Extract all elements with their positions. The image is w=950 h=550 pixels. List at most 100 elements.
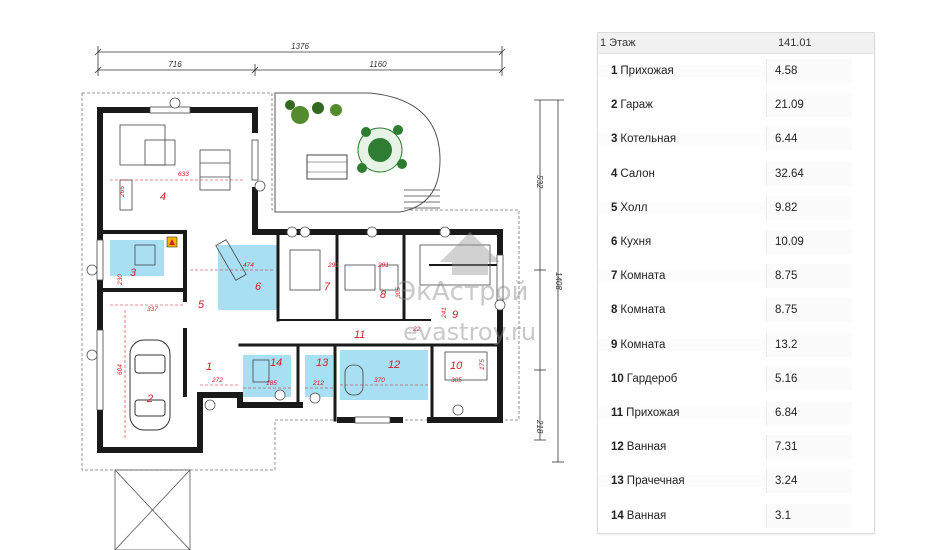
room-number: 1 xyxy=(611,65,618,78)
m-241: 241 xyxy=(441,307,448,319)
dim-right-width: 1160 xyxy=(369,60,387,69)
m-291a: 291 xyxy=(327,262,339,269)
m-337: 337 xyxy=(147,306,158,313)
room-area-cell: 3.1 xyxy=(766,503,852,528)
room-name: Холл xyxy=(620,201,648,214)
m-272: 272 xyxy=(211,377,223,384)
room-area-cell: 10.09 xyxy=(766,230,852,255)
room-area-cell: 8.75 xyxy=(766,264,852,289)
table-header: 1 Этаж 141.01 xyxy=(598,33,874,54)
room-area-cell: 4.58 xyxy=(766,59,852,84)
room-area-cell: 6.84 xyxy=(766,400,852,425)
room-2: 2 xyxy=(146,393,153,405)
room-name: Ванная xyxy=(626,509,667,522)
m-305b: 305 xyxy=(395,287,402,298)
room-number: 6 xyxy=(611,236,618,249)
m-22: 22 xyxy=(412,326,421,333)
m-212: 212 xyxy=(312,380,324,387)
dim-right-bottom: 218 xyxy=(535,419,544,434)
dimension-top xyxy=(94,46,506,76)
room-name: Гараж xyxy=(620,99,653,112)
room-area-cell: 8.75 xyxy=(766,298,852,323)
room-name: Прачечная xyxy=(626,475,685,488)
m-370: 370 xyxy=(374,377,385,384)
m-185: 185 xyxy=(266,380,277,387)
room-number: 9 xyxy=(611,338,618,351)
terrace xyxy=(274,92,441,213)
room-number: 4 xyxy=(611,167,618,180)
room-area-cell: 3.24 xyxy=(766,469,852,494)
room-name: Ванная xyxy=(626,441,667,454)
m-305: 305 xyxy=(451,377,462,384)
car-icon xyxy=(129,339,171,431)
room-number: 14 xyxy=(611,509,624,522)
room-number: 11 xyxy=(611,406,624,419)
room-number: 2 xyxy=(611,99,618,112)
room-name: Котельная xyxy=(620,133,677,146)
room-name: Комната xyxy=(620,338,666,351)
room-area-cell: 13.2 xyxy=(766,332,852,357)
m-265: 265 xyxy=(119,186,126,198)
watermark: ЭкАстрой evastroy.ru xyxy=(398,232,536,346)
room-number: 10 xyxy=(611,372,624,385)
room-area-cell: 5.16 xyxy=(766,366,852,391)
room-number: 13 xyxy=(611,475,624,488)
m-291b: 291 xyxy=(377,262,389,269)
room-4: 4 xyxy=(160,191,166,203)
room-13: 13 xyxy=(316,357,329,369)
windows xyxy=(96,106,504,424)
room-area-cell: 9.82 xyxy=(766,195,852,220)
room-number: 12 xyxy=(611,441,624,454)
room-1: 1 xyxy=(206,361,212,373)
floor-total-area: 141.01 xyxy=(778,37,812,49)
room-6: 6 xyxy=(255,281,262,293)
m-175: 175 xyxy=(479,359,486,370)
room-name: Кухня xyxy=(620,236,652,249)
room-name: Салон xyxy=(620,167,655,180)
room-name: Комната xyxy=(620,270,666,283)
room-number: 8 xyxy=(611,304,618,317)
m-604: 604 xyxy=(117,364,124,375)
room-5: 5 xyxy=(198,299,205,311)
room-name: Гардероб xyxy=(626,372,678,385)
driveway xyxy=(114,469,191,550)
dim-right-top: 532 xyxy=(535,175,544,189)
room-number: 7 xyxy=(611,270,618,283)
room-3: 3 xyxy=(130,267,137,279)
room-number: 3 xyxy=(611,133,618,146)
room-numbers: 1 2 3 4 5 6 7 8 9 10 11 12 13 14 xyxy=(130,191,463,405)
room-7: 7 xyxy=(324,281,331,293)
room-area-cell: 7.31 xyxy=(766,435,852,460)
floor-plan: 1376 716 1160 532 1408 218 xyxy=(81,42,564,550)
m-474: 474 xyxy=(243,262,254,269)
watermark-logo-text: ЭкАстрой xyxy=(398,277,528,307)
dim-left-width: 716 xyxy=(168,60,182,69)
m-633: 633 xyxy=(178,171,189,178)
room-14: 14 xyxy=(270,357,282,369)
